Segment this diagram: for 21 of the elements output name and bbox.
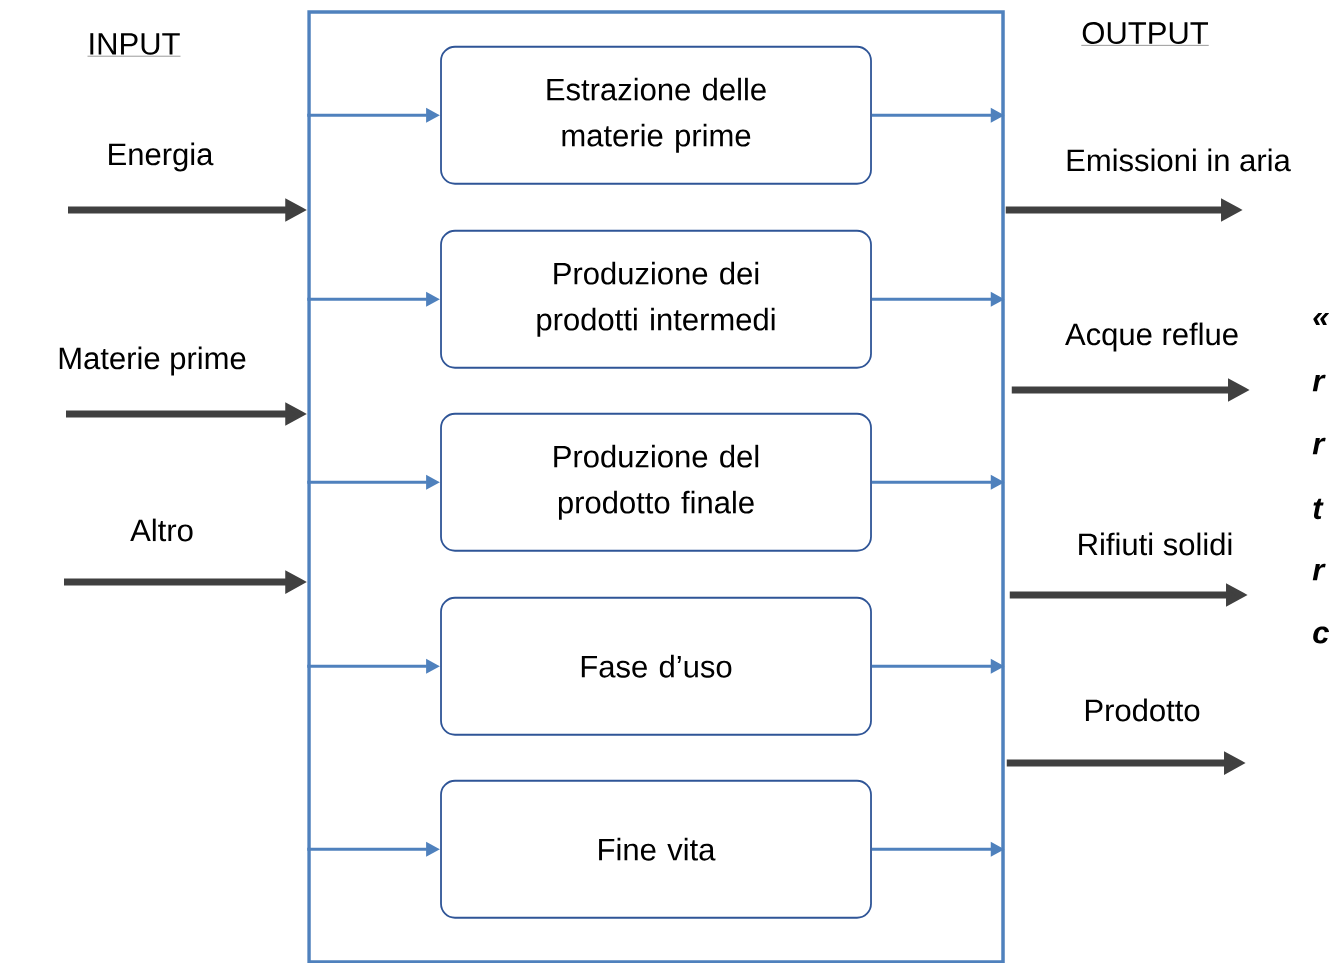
phase-box: Produzione dei prodotti intermedi	[440, 229, 872, 369]
flow-label: Rifiuti solidi	[1079, 532, 1232, 556]
cut-text: t	[1313, 498, 1324, 520]
flow-label: Materie prime	[59, 346, 246, 376]
flow-label: Acque reflue	[1065, 322, 1238, 352]
heading: OUTPUT	[1081, 22, 1209, 46]
cut-text: r	[1312, 437, 1326, 455]
flow-label: Altro	[130, 518, 193, 542]
cut-text: «	[1313, 312, 1329, 325]
cut-text: r	[1312, 374, 1326, 392]
phase-box: Estrazione delle materie prime	[440, 45, 872, 185]
cut-text: c	[1313, 626, 1329, 644]
phase-box: Produzione del prodotto finale	[440, 412, 872, 552]
flow-label: Energia	[109, 142, 214, 172]
cut-text: r	[1312, 563, 1326, 581]
flow-label: Emissioni in aria	[1067, 148, 1291, 172]
heading: INPUT	[87, 33, 181, 57]
flow-label: Prodotto	[1085, 698, 1200, 722]
phase-box: Fase d’uso	[440, 596, 872, 736]
system-box	[307, 10, 1005, 963]
phase-box: Fine vita	[440, 779, 872, 919]
